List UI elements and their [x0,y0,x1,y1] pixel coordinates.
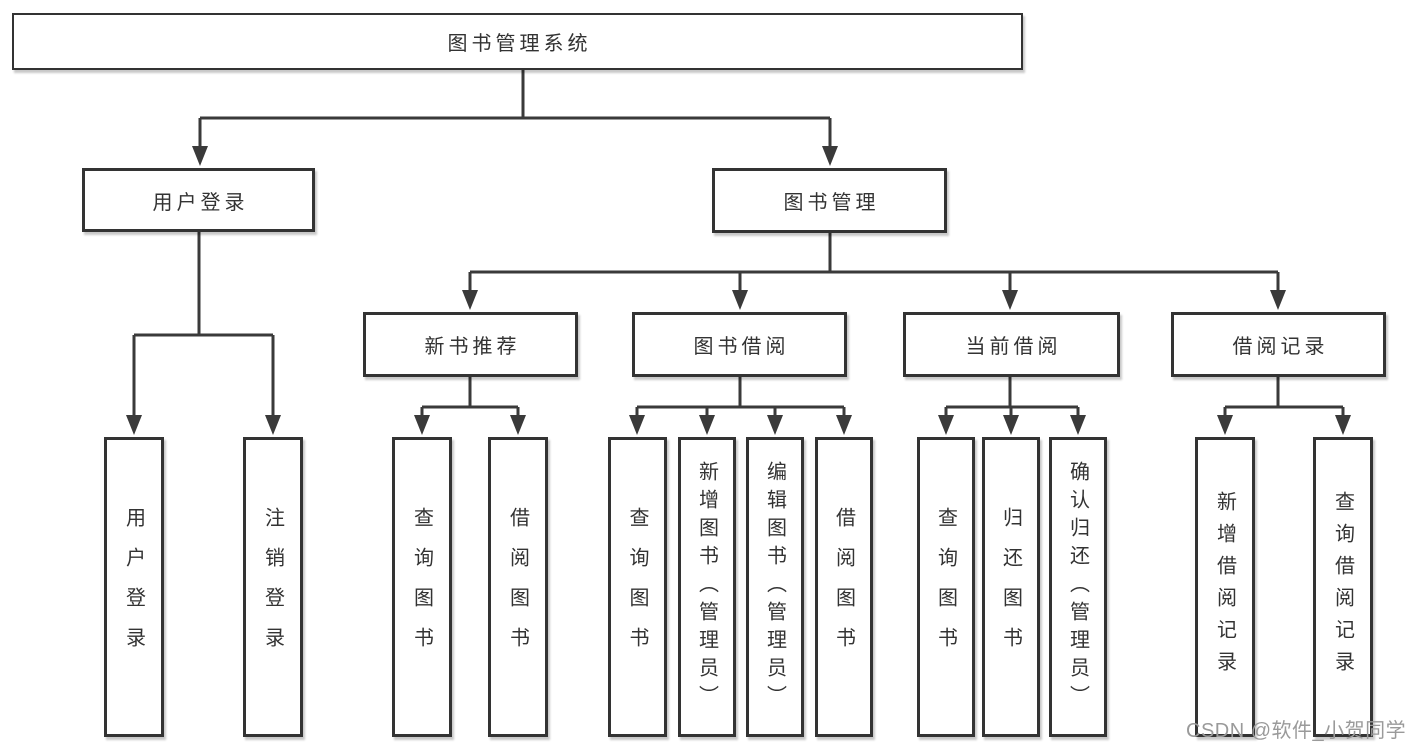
arrowhead [126,415,142,435]
node-current-borrowing: 当前借阅 [903,312,1120,377]
connector-newbookrec-to-leaves [420,377,520,419]
arrowhead [629,415,645,435]
arrowhead [699,415,715,435]
leaf-query-borrow-record: 查询借阅记录 [1313,437,1373,737]
node-book-borrowing: 图书借阅 [632,312,847,377]
connector-bookborrow-to-leaves [635,377,846,419]
leaf-user-login: 用户登录 [104,437,164,737]
arrowhead [1217,415,1233,435]
leaf-logout: 注销登录 [243,437,303,737]
leaf-borrow-books-recommend: 借阅图书 [488,437,548,737]
connector-paths [132,70,1345,419]
csdn-watermark: CSDN @软件_小贺同学 [1186,720,1405,742]
arrowhead [265,415,281,435]
connector-root-to-level2 [198,70,832,150]
arrowhead [1002,290,1018,310]
arrowhead [822,146,838,166]
arrowhead [1070,415,1086,435]
leaf-borrow-books-borrowing: 借阅图书 [815,437,873,737]
leaf-query-books-recommend: 查询图书 [392,437,452,737]
leaf-return-books: 归还图书 [982,437,1040,737]
leaf-query-books-current: 查询图书 [917,437,975,737]
arrowhead [732,290,748,310]
node-book-management: 图书管理 [712,168,947,233]
node-user-login: 用户登录 [82,168,315,232]
arrowhead [510,415,526,435]
node-borrowing-records: 借阅记录 [1171,312,1386,377]
arrowhead [1335,415,1351,435]
arrowhead [414,415,430,435]
arrowhead [1270,290,1286,310]
connector-currentborrow-to-leaves [944,377,1080,419]
arrowhead [1003,415,1019,435]
leaf-confirm-return-admin: 确认归还（管理员） [1049,437,1107,737]
arrowhead [192,146,208,166]
connector-userlogin-to-leaves [132,232,275,417]
arrowheads [126,146,1351,435]
arrowhead [767,415,783,435]
leaf-add-books-admin: 新增图书（管理员） [678,437,736,737]
node-library-management-system: 图书管理系统 [12,13,1023,70]
connector-bookmgmt-to-level3 [468,233,1280,293]
leaf-add-borrow-record: 新增借阅记录 [1195,437,1255,737]
leaf-query-books-borrowing: 查询图书 [608,437,667,737]
arrowhead [462,290,478,310]
arrowhead [938,415,954,435]
connector-borrowrecord-to-leaves [1223,377,1345,419]
arrowhead [836,415,852,435]
node-new-book-recommendation: 新书推荐 [363,312,578,377]
leaf-edit-books-admin: 编辑图书（管理员） [746,437,804,737]
